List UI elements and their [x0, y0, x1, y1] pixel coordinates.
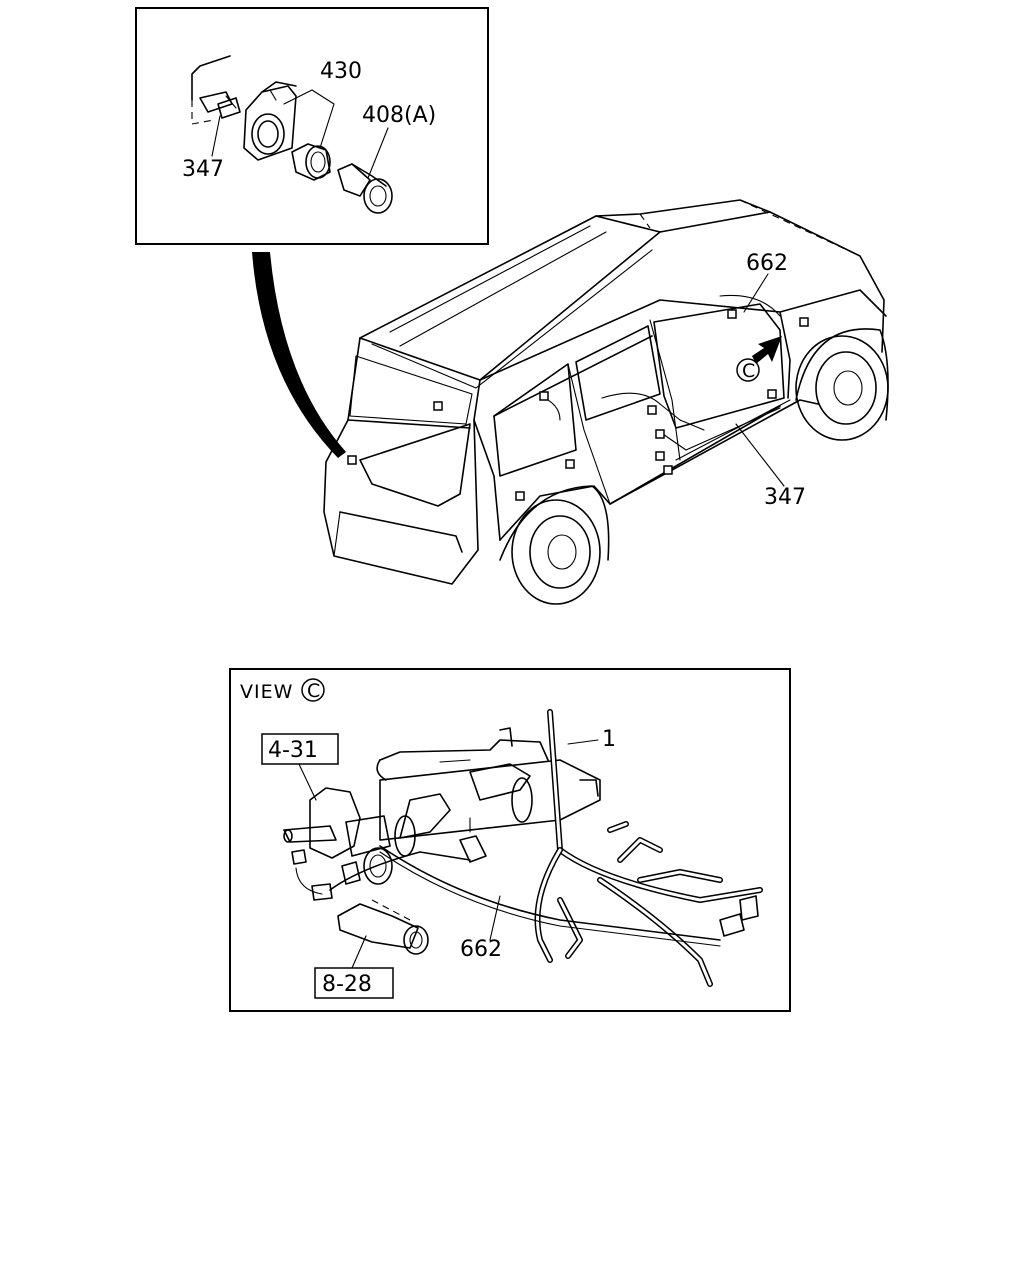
view-box: VIEW C 1 662 4-31 8-28 [229, 668, 791, 1012]
view-title-marker-circle [301, 678, 325, 702]
view-title: VIEW [240, 681, 293, 703]
view-c-marker: C [742, 360, 756, 382]
steering-column [376, 727, 601, 857]
vehicle-outline [323, 199, 889, 605]
detail-pointer [252, 252, 346, 458]
callout-1: 1 [602, 727, 616, 752]
detail-box: 430 408(A) 347 [135, 7, 489, 245]
view-c-arrow [752, 336, 782, 364]
callout-662-vehicle: 662 [746, 251, 788, 276]
ring-part-430 [291, 143, 331, 181]
view-c-marker-circle [736, 358, 760, 382]
lighter-plug-408a [337, 163, 393, 214]
callout-662-view: 662 [460, 937, 502, 962]
view-title-marker: C [307, 680, 321, 702]
key-cylinder-part [337, 899, 429, 955]
wire-harness [329, 709, 763, 987]
callout-347-detail: 347 [182, 157, 224, 182]
svg-text:4-31: 4-31 [268, 738, 318, 763]
reference-4-31: 4-31 [261, 733, 339, 765]
socket-housing-430 [243, 81, 297, 161]
callout-408a: 408(A) [362, 103, 436, 128]
ignition-switch [283, 787, 393, 901]
svg-text:8-28: 8-28 [322, 972, 372, 997]
callout-347-vehicle: 347 [764, 485, 806, 510]
reference-8-28: 8-28 [314, 967, 394, 999]
callout-430: 430 [320, 59, 362, 84]
connector-347-detail [191, 55, 241, 125]
